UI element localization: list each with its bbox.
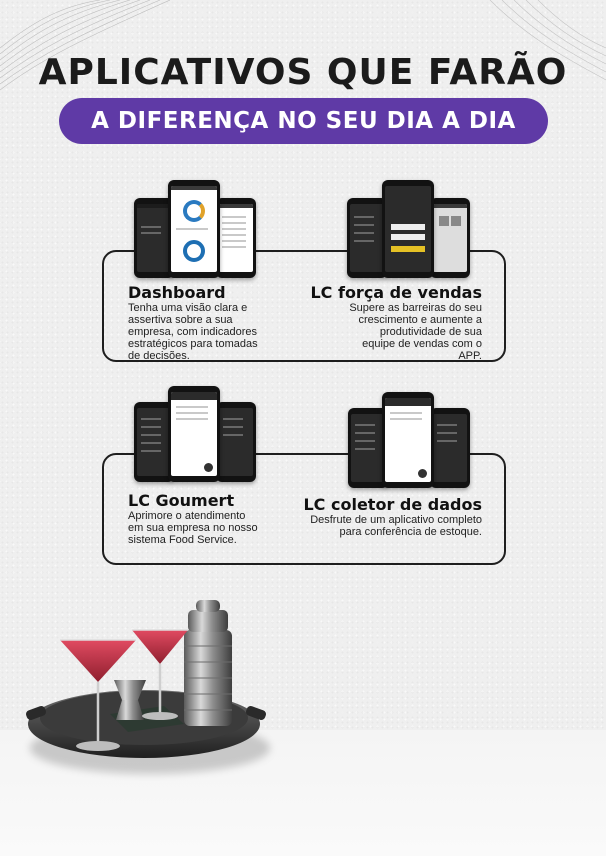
cocktail-tray-illustration — [26, 600, 266, 758]
subtitle-text: A DIFERENÇA NO SEU DIA A DIA — [91, 108, 516, 134]
app-desc-forca-vendas: Supere as barreiras do seu crescimento e… — [300, 302, 482, 362]
app-desc-goumert: Aprimore o atendimento em sua empresa no… — [128, 510, 298, 546]
desc-line: em sua empresa no nosso — [128, 522, 258, 534]
desc-line: sistema Food Service. — [128, 534, 237, 546]
desc-line: de decisões. — [128, 350, 190, 362]
app-title-coletor: LC coletor de dados — [303, 495, 482, 514]
phone-mockup — [382, 392, 434, 488]
app-title-dashboard: Dashboard — [128, 283, 226, 302]
desc-line: assertiva sobre a sua — [128, 314, 233, 326]
desc-line: para conferência de estoque. — [339, 526, 483, 538]
app-title-goumert: LC Goumert — [128, 491, 235, 510]
desc-line: Aprimore o atendimento — [128, 510, 246, 522]
desc-line: crescimento e aumente a — [358, 314, 482, 326]
desc-line: APP. — [458, 350, 482, 362]
app-title-forca-vendas: LC força de vendas — [310, 283, 482, 302]
apps-card-top — [102, 250, 506, 362]
page-title: APLICATIVOS QUE FARÃO — [38, 52, 568, 93]
app-desc-coletor: Desfrute de um aplicativo completo para … — [280, 514, 482, 538]
desc-line: estratégicos para tomadas — [128, 338, 258, 350]
phone-mockup — [382, 180, 434, 278]
phone-mockup — [430, 198, 470, 278]
phone-mockup — [168, 180, 220, 278]
desc-line: Tenha uma visão clara e — [128, 302, 248, 314]
app-desc-dashboard: Tenha uma visão clara e assertiva sobre … — [128, 302, 298, 362]
phone-mockup — [134, 402, 174, 482]
subtitle-banner: A DIFERENÇA NO SEU DIA A DIA — [59, 98, 548, 144]
phone-mockup — [348, 408, 388, 488]
phone-mockup — [216, 198, 256, 278]
phone-mockup — [430, 408, 470, 488]
desc-line: equipe de vendas com o — [362, 338, 482, 350]
phone-mockup — [134, 198, 174, 278]
desc-line: empresa, com indicadores — [128, 326, 258, 338]
phone-mockup — [216, 402, 256, 482]
phone-mockup — [347, 198, 387, 278]
desc-line: Desfrute de um aplicativo completo — [310, 514, 482, 526]
desc-line: Supere as barreiras do seu — [349, 302, 482, 314]
phone-mockup — [168, 386, 220, 482]
apps-card-bottom — [102, 453, 506, 565]
desc-line: produtividade de sua — [379, 326, 482, 338]
